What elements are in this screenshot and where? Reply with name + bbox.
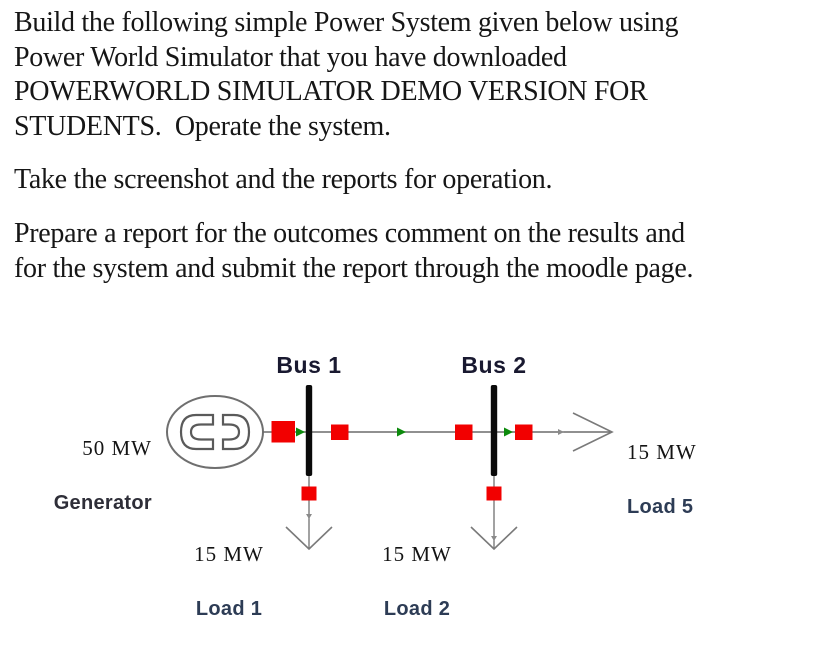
load2-breaker-icon <box>486 486 502 501</box>
generator-rotor-right-icon <box>221 413 251 451</box>
load1-breaker-icon <box>301 486 317 501</box>
flow-arrow-icon <box>296 427 305 437</box>
load5-power-label: 15 MW <box>627 440 697 464</box>
text-line: Take the screenshot and the reports for … <box>14 164 553 196</box>
line-breaker-icon <box>331 424 349 440</box>
text-line: for the system and submit the report thr… <box>14 252 694 284</box>
load2-power-label: 15 MW <box>382 542 452 566</box>
flow-arrow-icon <box>397 427 406 437</box>
paragraph-screenshot: Take the screenshot and the reports for … <box>14 163 806 198</box>
text-line: Power World Simulator that you have down… <box>14 41 567 73</box>
load2-arrow-icon <box>470 526 518 551</box>
power-system-oneline-diagram: Bus 1 Bus 2 50 MW Generator 15 MW Load 1… <box>0 340 816 620</box>
bus2-bar <box>490 385 498 476</box>
load1-arrow-icon <box>285 526 333 551</box>
load1-power-label: 15 MW <box>194 542 264 566</box>
generator-name-label: Generator <box>53 492 152 514</box>
line-breaker-icon <box>455 424 473 440</box>
bus1-label: Bus 1 <box>276 352 342 378</box>
load5-arrow-icon <box>572 412 614 452</box>
bus2-label: Bus 2 <box>461 352 527 378</box>
generator-breaker-icon <box>271 421 295 443</box>
text-line: Prepare a report for the outcomes commen… <box>14 217 685 249</box>
oneline-drawing <box>166 385 614 551</box>
generator-label-block: 50 MW Generator <box>40 403 152 550</box>
flow-tick-icon <box>306 514 312 519</box>
assignment-text: Build the following simple Power System … <box>14 6 806 305</box>
flow-tick-icon <box>558 429 564 435</box>
paragraph-report: Prepare a report for the outcomes commen… <box>14 217 806 286</box>
text-line: STUDENTS. Operate the system. <box>14 110 391 142</box>
load1-label-block: 15 MW Load 1 <box>171 509 287 656</box>
load5-name-label: Load 5 <box>627 496 694 518</box>
flow-tick-icon <box>491 536 497 541</box>
text-line: POWERWORLD SIMULATOR DEMO VERSION FOR <box>14 76 648 108</box>
flow-arrow-icon <box>504 427 513 437</box>
generator-power-label: 50 MW <box>82 436 152 460</box>
paragraph-build: Build the following simple Power System … <box>14 6 806 144</box>
load5-breaker-icon <box>515 424 533 440</box>
generator-rotor-left-icon <box>179 413 215 451</box>
load5-label-block: 15 MW Load 5 <box>627 407 743 554</box>
load2-label-block: 15 MW Load 2 <box>359 509 475 656</box>
text-line: Build the following simple Power System … <box>14 7 679 38</box>
bus1-bar <box>305 385 313 476</box>
